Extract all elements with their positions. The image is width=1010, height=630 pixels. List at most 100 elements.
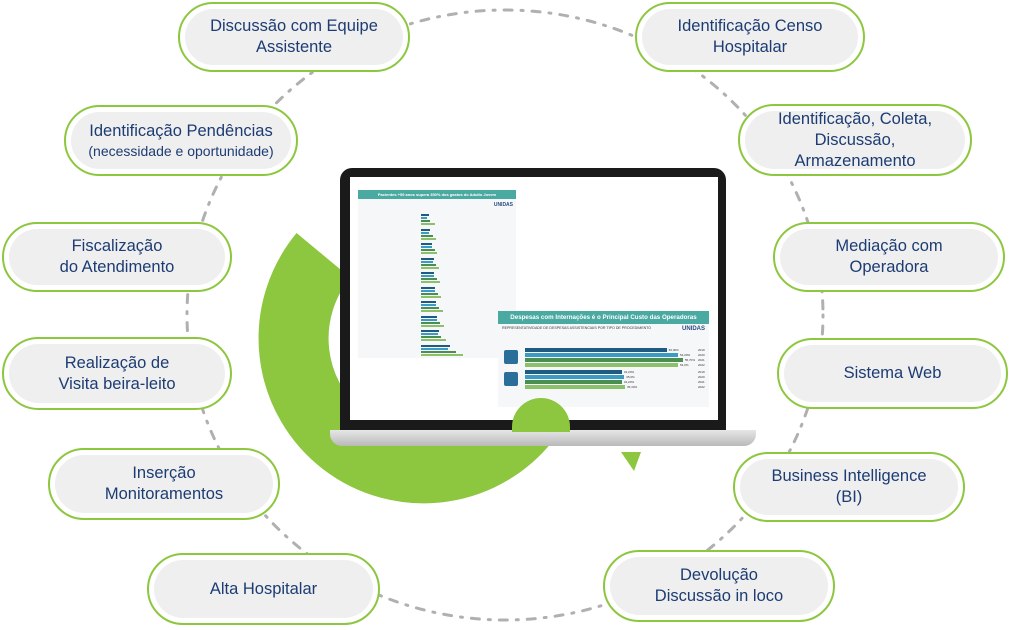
step-business-intelligence: Business Intelligence (BI)	[733, 452, 965, 522]
chart1-bar	[421, 220, 431, 223]
chart1-bar	[421, 266, 439, 269]
chart2-year-label: 2020	[698, 375, 705, 379]
chart2-value-label: 35,30%	[627, 385, 638, 389]
chart1-bar	[421, 272, 434, 275]
chart1-bar	[421, 350, 456, 353]
step-label: do Atendimento	[59, 258, 175, 276]
chart2-bar	[525, 380, 622, 384]
chart2-subtitle: REPRESENTATIVIDADE DE DESPESAS ASSISTENC…	[502, 326, 652, 330]
chart2-value-label: 35,0%	[626, 375, 635, 379]
hospitalization-expense-chart: Despesas com Internações é o Principal C…	[498, 311, 709, 407]
clinic-icon	[504, 372, 518, 386]
chart2-value-label: 55,70%	[684, 358, 695, 362]
step-label: Hospitalar	[712, 38, 788, 56]
chart2-value-label: 54,00%	[680, 353, 691, 357]
chart1-bar	[421, 292, 438, 295]
step-label: Discussão,	[814, 130, 896, 149]
step-label: Mediação com	[835, 237, 943, 255]
step-alta-hospitalar: Alta Hospitalar	[147, 553, 380, 625]
chart1-bar	[421, 243, 432, 246]
step-label: Visita beira-leito	[58, 374, 176, 393]
chart2-bar	[525, 348, 667, 352]
chart2-title: Despesas com Internações é o Principal C…	[498, 311, 709, 324]
step-label: Realização de	[64, 353, 170, 372]
step-label: Operadora	[849, 258, 929, 276]
chart1-bar	[421, 353, 463, 356]
chart2-year-label: 2022	[698, 363, 705, 367]
unidas-logo: UNIDAS	[493, 202, 513, 208]
step-label: Armazenamento	[794, 151, 916, 170]
step-label: Identificação Censo	[677, 17, 823, 35]
chart2-bar	[525, 375, 625, 379]
chart1-bar	[421, 246, 432, 249]
chart1-bar	[421, 347, 449, 350]
unidas-logo: UNIDAS	[681, 326, 705, 332]
step-label: Alta Hospitalar	[209, 579, 318, 598]
step-label: (BI)	[835, 488, 863, 506]
green-triangle	[621, 452, 641, 471]
step-fiscalizacao: Fiscalização do Atendimento	[2, 222, 232, 292]
chart2-value-label: 54,0%	[680, 363, 689, 367]
chart1-bar	[421, 289, 435, 292]
chart1-bar	[421, 214, 430, 217]
chart1-bar	[421, 249, 435, 252]
laptop-base	[330, 430, 756, 446]
chart2-year-label: 2020	[698, 353, 705, 357]
dotted-cycle-ring	[185, 8, 825, 622]
chart1-bar	[421, 307, 439, 310]
chart1-bar	[421, 304, 436, 307]
chart1-bar	[421, 263, 436, 266]
laptop-screen: Pacientes +59 anos supera 350% dos gasto…	[350, 177, 718, 420]
chart2-bar	[525, 370, 622, 374]
chart1-bar	[421, 278, 437, 281]
chart1-bar	[421, 324, 445, 327]
step-label: Devolução	[680, 566, 758, 584]
chart2-bar	[525, 363, 678, 367]
chart2-value-label: 34,20%	[623, 370, 635, 374]
step-label: Inserção	[132, 464, 196, 482]
chart2-year-label: 2019	[698, 370, 705, 374]
chart1-bar	[421, 318, 437, 321]
step-identificacao-pendencias: Identificação Pendências (necessidade e o…	[64, 105, 298, 176]
chart1-bar	[421, 321, 440, 324]
chart2-value-label: 34,20%	[623, 380, 635, 384]
chart1-title: Pacientes +59 anos supera 350% dos gasto…	[358, 190, 516, 199]
step-label: Fiscalização	[71, 237, 163, 255]
chart2-bar	[525, 358, 683, 362]
chart1-bar	[421, 217, 428, 220]
step-label: Sistema Web	[843, 364, 942, 382]
chart1-bar	[421, 281, 440, 284]
chart1-bar	[421, 315, 437, 318]
chart2-bar	[525, 353, 678, 357]
webcam-notch	[512, 168, 558, 176]
chart1-bar	[421, 275, 434, 278]
step-visita-beira-leito: Realização de Visita beira-leito	[2, 337, 232, 410]
step-label: Identificação Pendências	[89, 121, 273, 140]
chart1-bar	[421, 231, 430, 234]
step-label: Discussão com Equipe	[210, 17, 378, 35]
chart2-bar	[525, 385, 626, 389]
chart1-bar	[421, 237, 436, 240]
chart1-bar	[421, 257, 434, 260]
age-expense-chart: Pacientes +59 anos supera 350% dos gasto…	[358, 190, 516, 358]
chart1-bar	[421, 228, 431, 231]
step-sublabel: (necessidade e oportunidade)	[88, 142, 274, 159]
step-label: Identificação, Coleta,	[777, 109, 933, 128]
hospital-icon	[504, 350, 518, 364]
chart1-bar	[421, 295, 441, 298]
chart1-bar	[421, 252, 437, 255]
step-label: Business Intelligence	[771, 467, 927, 485]
chart1-bar	[421, 330, 439, 333]
chart1-bar	[421, 333, 438, 336]
chart1-bar	[421, 339, 447, 342]
chart2-year-label: 2019	[698, 348, 705, 352]
chart1-bar	[421, 234, 433, 237]
chart1-bar	[421, 286, 435, 289]
chart2-year-label: 2021	[698, 380, 705, 384]
step-coleta-armazenamento: Identificação, Coleta, Discussão, Armazena…	[738, 104, 972, 176]
